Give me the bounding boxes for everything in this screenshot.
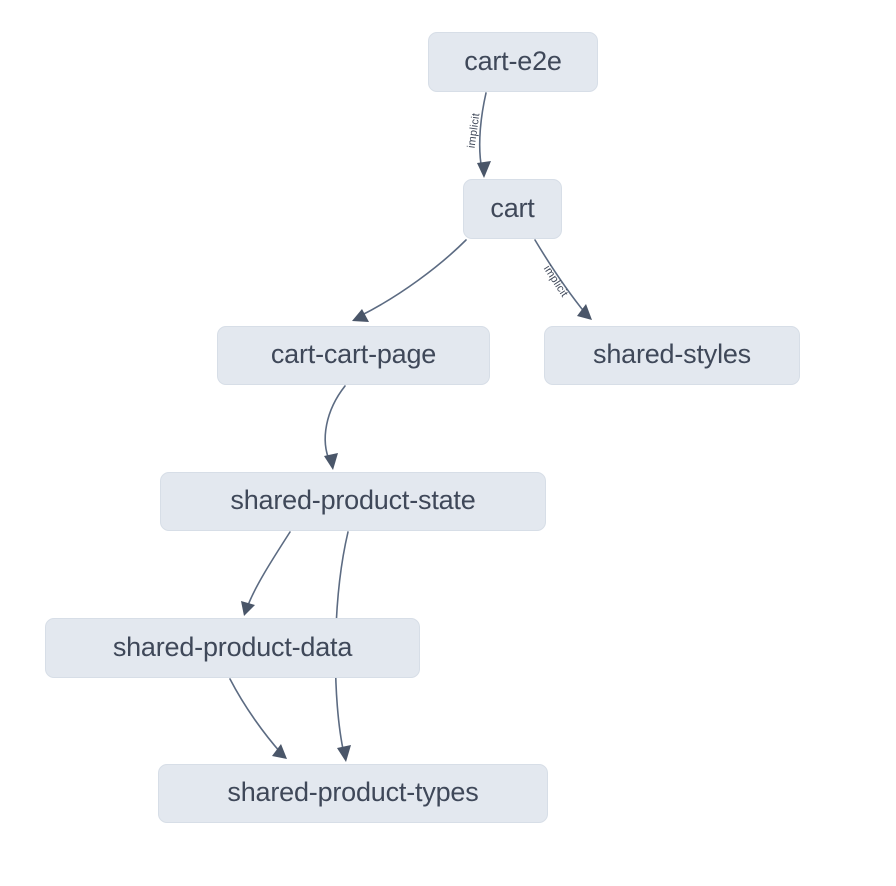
edge-line bbox=[534, 239, 587, 315]
graph-edge: implicit bbox=[466, 92, 491, 178]
graph-node-shared-styles[interactable]: shared-styles bbox=[544, 326, 800, 385]
graph-edge bbox=[324, 385, 346, 470]
edge-arrowhead-icon bbox=[324, 453, 338, 470]
edge-arrowhead-icon bbox=[577, 304, 592, 320]
edge-line bbox=[324, 385, 346, 463]
edge-arrowhead-icon bbox=[477, 161, 491, 178]
edge-arrowhead-icon bbox=[352, 309, 369, 322]
graph-node-shared-product-state[interactable]: shared-product-state bbox=[160, 472, 546, 531]
graph-node-shared-product-types[interactable]: shared-product-types bbox=[158, 764, 548, 823]
edge-label: implicit bbox=[541, 263, 570, 299]
edge-line bbox=[478, 92, 487, 171]
graph-node-cart-cart-page[interactable]: cart-cart-page bbox=[217, 326, 490, 385]
graph-node-label: shared-product-data bbox=[112, 631, 353, 662]
edge-arrowhead-icon bbox=[241, 601, 255, 616]
graph-node-label: shared-product-types bbox=[227, 777, 479, 807]
graph-edge: implicit bbox=[534, 239, 592, 320]
graph-node-label: cart bbox=[490, 192, 535, 223]
graph-node-label: cart-cart-page bbox=[270, 339, 437, 369]
graph-node-cart-e2e[interactable]: cart-e2e bbox=[428, 32, 598, 92]
edge-line bbox=[359, 239, 467, 317]
graph-edge bbox=[352, 239, 467, 322]
graph-node-label: cart-e2e bbox=[464, 45, 562, 76]
edge-label: implicit bbox=[466, 112, 483, 149]
graph-edge bbox=[229, 678, 287, 759]
edge-arrowhead-icon bbox=[337, 745, 351, 762]
edge-line bbox=[229, 678, 282, 754]
edge-arrowhead-icon bbox=[272, 744, 287, 759]
edge-line bbox=[246, 531, 291, 609]
graph-node-cart[interactable]: cart bbox=[463, 179, 562, 239]
graph-node-label: shared-product-state bbox=[230, 485, 476, 515]
graph-node-label: shared-styles bbox=[593, 339, 751, 369]
graph-edge bbox=[241, 531, 291, 616]
graph-node-shared-product-data[interactable]: shared-product-data bbox=[45, 618, 420, 678]
